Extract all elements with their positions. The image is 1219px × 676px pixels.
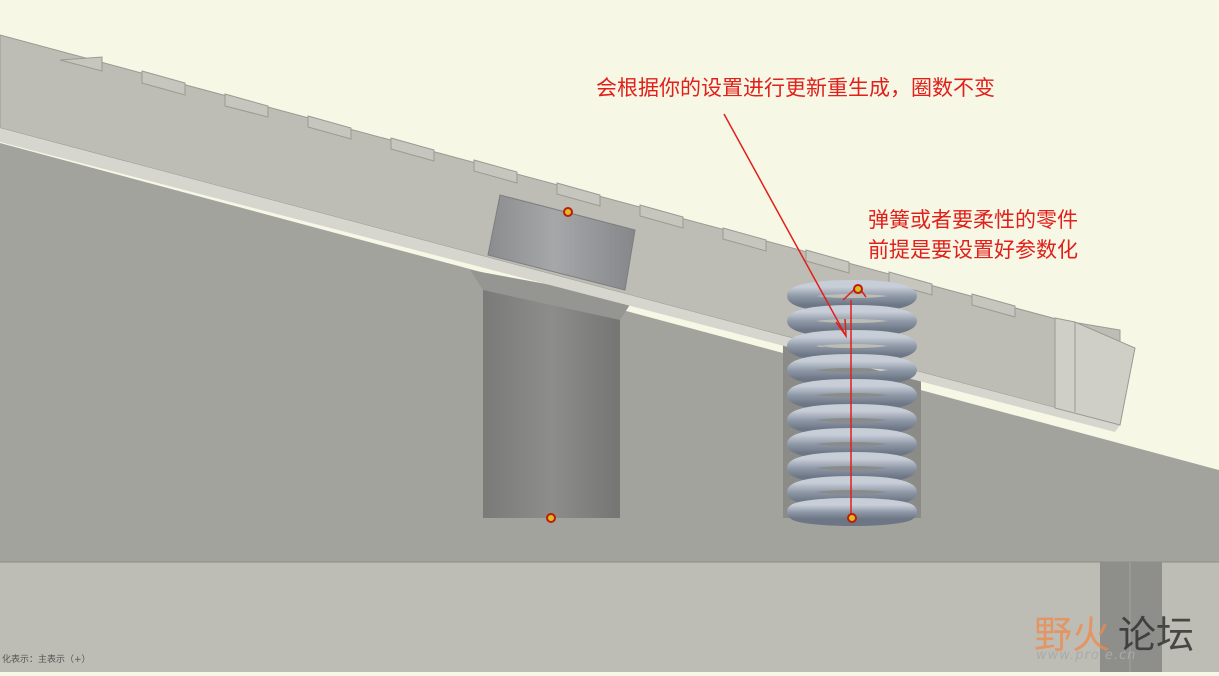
forum-watermark: 野火 论坛 www.pro e.cn: [1030, 604, 1215, 666]
watermark-url: www.pro e.cn: [1036, 648, 1137, 663]
status-bar-text: 化表示：主表示（+）: [2, 655, 91, 665]
bolt-shank[interactable]: [483, 285, 620, 518]
annotation-flexible-note: 弹簧或者要柔性的零件 前提是要设置好参数化: [868, 205, 1078, 265]
datum-point-icon[interactable]: [546, 207, 863, 523]
floor-plate[interactable]: [0, 562, 1219, 672]
watermark-brand-b: 论坛: [1118, 613, 1195, 657]
annotation-flexible-line1: 弹簧或者要柔性的零件: [868, 208, 1078, 232]
bolt-head[interactable]: [487, 194, 636, 291]
plate-end-cap: [1054, 317, 1136, 426]
bolt-chamfer: [470, 270, 633, 320]
annotation-flexible-line2: 前提是要设置好参数化: [868, 238, 1078, 262]
support-post[interactable]: [1100, 562, 1162, 672]
watermark-brand-a: 野火: [1034, 613, 1111, 657]
plate-teeth: [59, 56, 1016, 318]
annotation-update-note: 会根据你的设置进行更新重生成，圈数不变: [596, 76, 995, 100]
